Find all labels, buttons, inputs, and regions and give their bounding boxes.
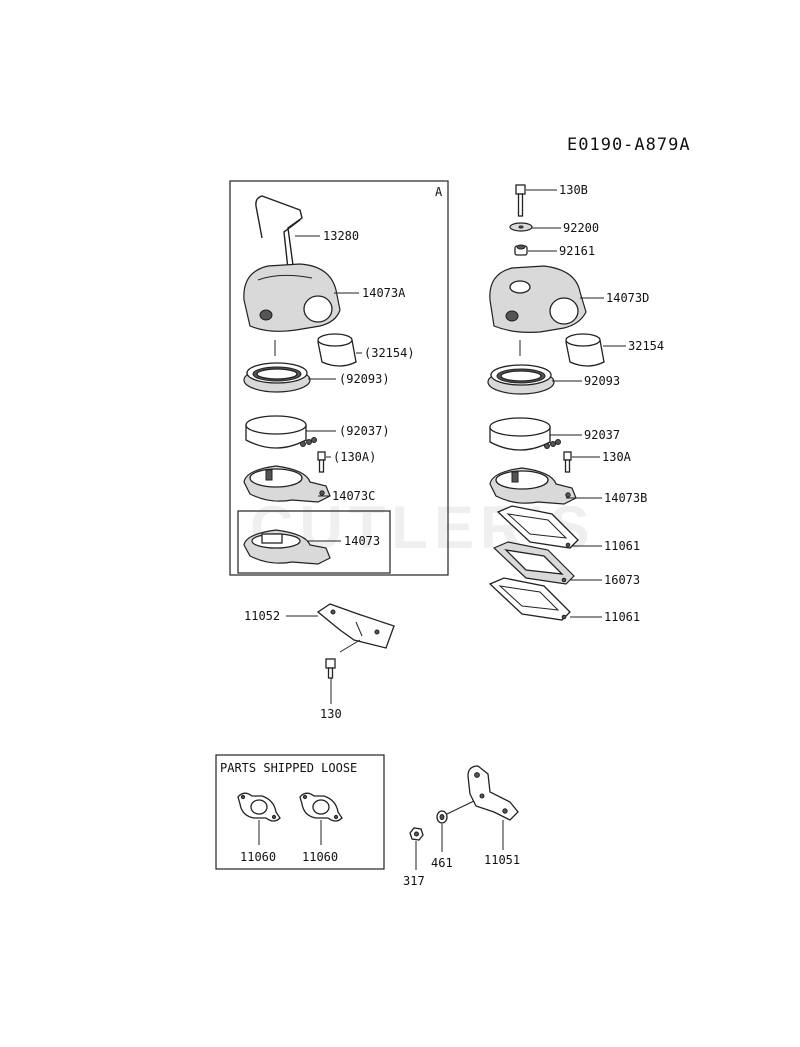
washer-461[interactable] [436, 810, 448, 824]
assembly-a-frame [229, 180, 449, 576]
base-14073C[interactable] [243, 465, 331, 503]
filter-element-92093-alt[interactable] [243, 362, 311, 393]
label-14073D[interactable]: 14073D [606, 291, 649, 305]
label-11052[interactable]: 11052 [244, 609, 280, 623]
assembly-a-letter: A [435, 185, 443, 199]
label-92093-paren[interactable]: (92093) [339, 372, 390, 386]
insulator-16073[interactable] [492, 541, 575, 585]
label-14073C[interactable]: 14073C [332, 489, 375, 503]
gasket-11060-right[interactable] [299, 792, 343, 822]
gasket-11061-bottom[interactable] [488, 577, 571, 621]
air-cleaner-cover-14073D[interactable] [489, 265, 587, 333]
label-11060-left[interactable]: 11060 [240, 850, 276, 864]
band-92037-alt[interactable] [245, 415, 317, 449]
air-cleaner-cover-14073A[interactable] [243, 263, 341, 332]
label-32154[interactable]: 32154 [628, 339, 664, 353]
label-11060-right[interactable]: 11060 [302, 850, 338, 864]
sleeve-32154-alt[interactable] [317, 333, 357, 367]
label-16073[interactable]: 16073 [604, 573, 640, 587]
label-11061-bottom[interactable]: 11061 [604, 610, 640, 624]
bolt-130A-alt[interactable] [317, 451, 326, 473]
label-13280[interactable]: 13280 [323, 229, 359, 243]
label-92093[interactable]: 92093 [584, 374, 620, 388]
nut-92161[interactable] [514, 244, 528, 256]
loose-parts-title: PARTS SHIPPED LOOSE [220, 761, 357, 775]
bolt-130B[interactable] [515, 184, 526, 217]
label-11051[interactable]: 11051 [484, 853, 520, 867]
loose-parts-frame [215, 754, 385, 870]
label-92037-paren[interactable]: (92037) [339, 424, 390, 438]
label-92200[interactable]: 92200 [563, 221, 599, 235]
diagram-id: E0190-A879A [567, 135, 691, 155]
nut-317[interactable] [409, 827, 424, 841]
filter-element-92093[interactable] [487, 364, 555, 395]
label-92037[interactable]: 92037 [584, 428, 620, 442]
label-130A-paren[interactable]: (130A) [333, 450, 376, 464]
bracket-11051[interactable] [467, 765, 519, 821]
label-461[interactable]: 461 [431, 856, 453, 870]
label-130B[interactable]: 130B [559, 183, 588, 197]
base-14073[interactable] [243, 529, 331, 565]
gasket-11061-top[interactable] [496, 505, 579, 549]
label-130[interactable]: 130 [320, 707, 342, 721]
label-130A[interactable]: 130A [602, 450, 632, 464]
bracket-11052[interactable] [316, 603, 395, 649]
label-14073A[interactable]: 14073A [362, 286, 406, 300]
gasket-11060-left[interactable] [237, 792, 281, 822]
sleeve-32154[interactable] [565, 333, 605, 367]
band-92037[interactable] [489, 417, 561, 451]
bolt-130[interactable] [325, 658, 336, 679]
base-14073B[interactable] [489, 467, 577, 505]
label-32154-paren[interactable]: (32154) [364, 346, 415, 360]
bolt-130A[interactable] [563, 451, 572, 473]
label-317[interactable]: 317 [403, 874, 425, 888]
label-92161[interactable]: 92161 [559, 244, 595, 258]
label-11061-top[interactable]: 11061 [604, 539, 640, 553]
label-14073B[interactable]: 14073B [604, 491, 647, 505]
washer-92200[interactable] [509, 222, 533, 232]
sub-assembly-frame [237, 510, 391, 574]
label-14073[interactable]: 14073 [344, 534, 380, 548]
